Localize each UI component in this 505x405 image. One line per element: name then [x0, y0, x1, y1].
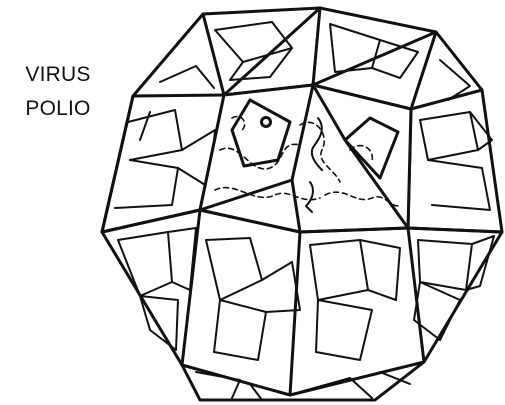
cutaway-window — [200, 85, 411, 232]
